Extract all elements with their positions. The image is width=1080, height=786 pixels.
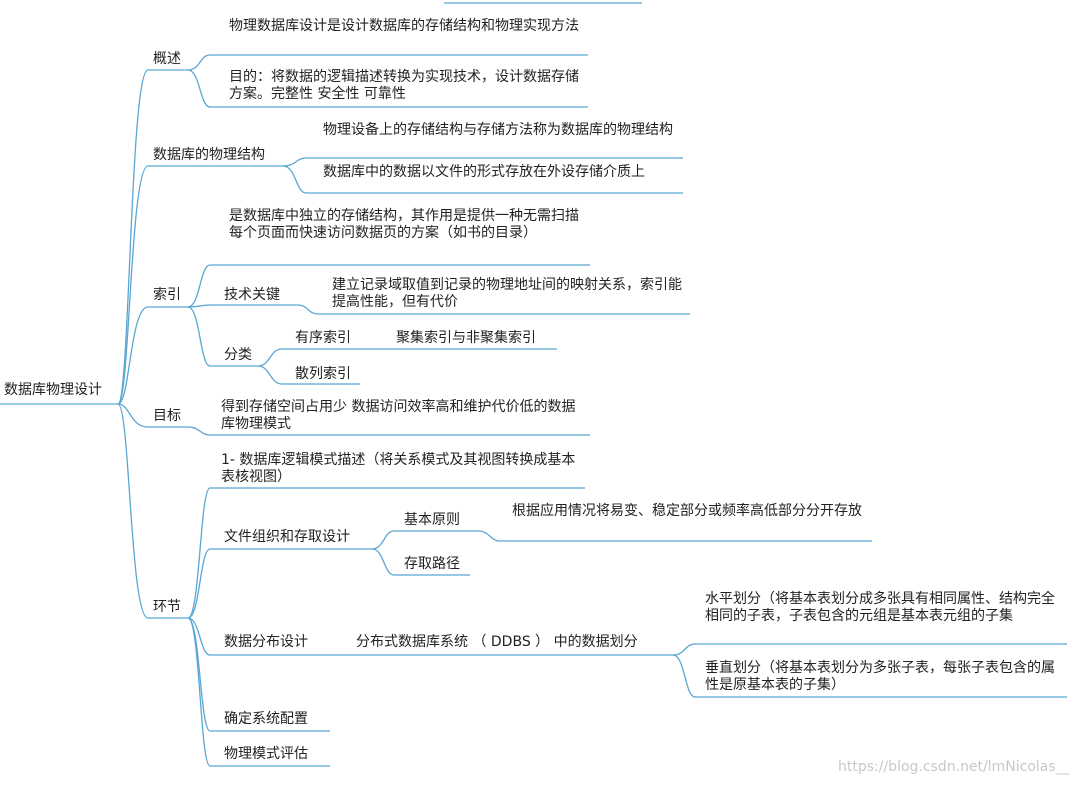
- connector: [257, 365, 360, 385]
- connector: [117, 403, 149, 428]
- connector: [672, 643, 1067, 656]
- overview-node: 概述: [153, 51, 181, 67]
- tech-key-text: 建立记录域取值到记录的物理地址间的映射关系，索引能提高性能，但有代价: [332, 277, 682, 310]
- overview-item-1: 物理数据库设计是设计数据库的存储结构和物理实现方法: [229, 18, 579, 34]
- evaluate-node: 物理模式评估: [224, 746, 308, 762]
- connector: [187, 617, 335, 656]
- distribution-node: 数据分布设计: [224, 634, 308, 650]
- tech-key-node: 技术关键: [224, 287, 280, 303]
- steps-node: 环节: [153, 599, 181, 615]
- clustered-index-node: 聚集索引与非聚集索引: [396, 330, 536, 346]
- connector: [297, 304, 690, 315]
- connector: [187, 487, 585, 619]
- connector: [282, 157, 683, 167]
- connector: [187, 548, 372, 619]
- connector: [117, 306, 149, 405]
- overview-item-2: 目的：将数据的逻辑描述转换为实现技术，设计数据存储方案。完整性 安全性 可靠性: [229, 69, 579, 102]
- horizontal-split-text: 水平划分（将基本表划分成多张具有相同属性、结构完全相同的子表，子表包含的元组是基…: [705, 591, 1055, 624]
- goal-text: 得到存储空间占用少 数据访问效率高和维护代价低的数据库物理模式: [221, 399, 576, 432]
- connector: [371, 548, 470, 576]
- physical-structure-node: 数据库的物理结构: [153, 147, 265, 163]
- connector: [371, 530, 478, 550]
- connector: [187, 264, 590, 308]
- root-node: 数据库物理设计: [4, 382, 102, 398]
- connector: [477, 530, 872, 542]
- index-definition: 是数据库中独立的存储结构，其作用是提供一种无需扫描每个页面而快速访问数据页的方案…: [229, 208, 579, 241]
- connector: [117, 165, 149, 405]
- physical-structure-item-1: 物理设备上的存储结构与存储方法称为数据库的物理结构: [323, 122, 673, 138]
- connector: [117, 69, 149, 405]
- connector: [187, 304, 298, 308]
- connector: [672, 654, 1067, 698]
- goal-node: 目标: [153, 408, 181, 424]
- index-node: 索引: [153, 287, 181, 303]
- step-1-node: 1- 数据库逻辑模式描述（将关系模式及其视图转换成基本表核视图）: [221, 452, 576, 485]
- connector: [187, 306, 258, 367]
- access-path-node: 存取路径: [404, 556, 460, 572]
- principle-text: 根据应用情况将易变、稳定部分或频率高低部分分开存放: [512, 503, 862, 519]
- connector: [187, 426, 590, 436]
- connector: [187, 617, 330, 767]
- physical-structure-item-2: 数据库中的数据以文件的形式存放在外设存储介质上: [323, 164, 645, 180]
- connector: [187, 69, 588, 108]
- hash-index-node: 散列索引: [295, 366, 351, 382]
- connector: [257, 348, 360, 367]
- ddbs-node: 分布式数据库系统 （ DDBS ） 中的数据划分: [356, 634, 638, 650]
- connector: [117, 403, 149, 619]
- principle-node: 基本原则: [404, 512, 460, 528]
- config-node: 确定系统配置: [224, 711, 308, 727]
- connector: [282, 165, 683, 194]
- watermark: https://blog.csdn.net/lmNicolas__: [838, 759, 1070, 775]
- category-node: 分类: [224, 347, 252, 363]
- connector: [187, 54, 588, 71]
- ordered-index-node: 有序索引: [295, 330, 351, 346]
- file-org-node: 文件组织和存取设计: [224, 529, 350, 545]
- vertical-split-text: 垂直划分（将基本表划分为多张子表，每张子表包含的属性是原基本表的子集）: [705, 660, 1055, 693]
